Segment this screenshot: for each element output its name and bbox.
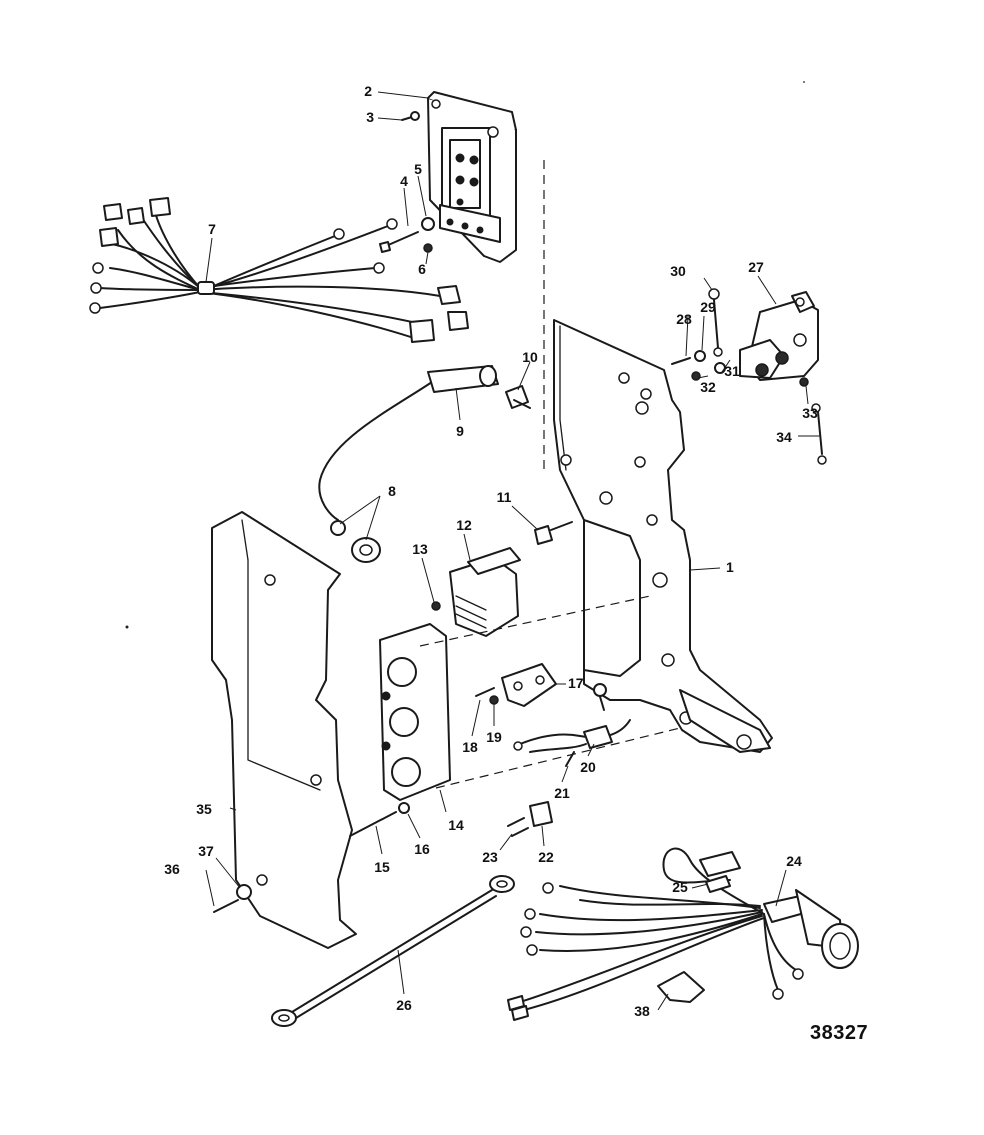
part-27-relay — [739, 291, 819, 381]
callout-36: 36 — [164, 861, 180, 877]
leader-lines — [205, 91, 820, 1011]
part-28-screw — [671, 357, 691, 365]
callout-6: 6 — [418, 261, 426, 277]
speck — [803, 81, 805, 83]
callout-31: 31 — [724, 363, 740, 379]
part-26-cable — [271, 875, 515, 1027]
part-20-sensor-lead — [513, 683, 631, 753]
callout-12: 12 — [456, 517, 472, 533]
part-21-screw — [565, 751, 575, 767]
callout-22: 22 — [538, 849, 554, 865]
callout-3: 3 — [366, 109, 374, 125]
part-25-fuse — [705, 875, 731, 893]
callout-23: 23 — [482, 849, 498, 865]
callout-37: 37 — [198, 843, 214, 859]
callout-29: 29 — [700, 299, 716, 315]
callout-2: 2 — [364, 83, 372, 99]
callout-26: 26 — [396, 997, 412, 1013]
part-22-clamp — [529, 801, 553, 827]
callout-13: 13 — [412, 541, 428, 557]
callout-21: 21 — [554, 785, 570, 801]
part-29-washer — [694, 350, 706, 362]
part-5-washer — [421, 217, 435, 231]
part-13-nut — [431, 601, 441, 611]
callout-17: 17 — [568, 675, 584, 691]
callout-16: 16 — [414, 841, 430, 857]
part-37-spacer — [236, 884, 252, 900]
callout-35: 35 — [196, 801, 212, 817]
callout-33: 33 — [802, 405, 818, 421]
part-17-module — [501, 663, 557, 707]
callout-30: 30 — [670, 263, 686, 279]
callout-20: 20 — [580, 759, 596, 775]
part-6-nut — [423, 243, 433, 253]
part-36-screw — [213, 899, 239, 913]
part-24-main-harness — [507, 847, 859, 1021]
callout-19: 19 — [486, 729, 502, 745]
callout-28: 28 — [676, 311, 692, 327]
callout-24: 24 — [786, 853, 802, 869]
part-23-screws — [507, 817, 529, 837]
part-18-screw — [475, 687, 495, 697]
part-32-nut — [691, 371, 701, 381]
callout-8: 8 — [388, 483, 396, 499]
part-38-clip — [657, 971, 705, 1003]
part-15-bolt — [349, 811, 397, 837]
callout-34: 34 — [776, 429, 792, 445]
part-35-cover — [211, 511, 357, 949]
part-8-terminal — [330, 520, 381, 563]
part-3-screw — [401, 111, 420, 121]
alignment-line-2 — [419, 595, 651, 647]
callout-25: 25 — [672, 879, 688, 895]
callout-10: 10 — [522, 349, 538, 365]
part-34-jumper — [811, 403, 827, 465]
part-33-nut — [799, 377, 809, 387]
part-9-plug-lead — [318, 365, 499, 521]
part-12-rectifier — [449, 547, 521, 637]
callout-14: 14 — [448, 817, 464, 833]
part-10-sensor — [505, 385, 531, 409]
callout-7: 7 — [208, 221, 216, 237]
callout-11: 11 — [497, 489, 512, 505]
part-2-module-box — [427, 91, 517, 263]
callout-32: 32 — [700, 379, 716, 395]
document-number: 38327 — [810, 1022, 869, 1044]
part-19-nut — [489, 695, 499, 705]
callout-15: 15 — [374, 859, 390, 875]
speck — [125, 625, 129, 629]
part-7-harness-top — [89, 197, 469, 343]
part-14-coil-pack — [379, 623, 451, 801]
callout-4: 4 — [400, 173, 408, 189]
part-16-washer — [398, 802, 410, 814]
callout-1: 1 — [726, 559, 734, 575]
alignment-line-3 — [435, 727, 681, 789]
callout-18: 18 — [462, 739, 478, 755]
part-4-screw — [379, 231, 419, 253]
part-1-electrical-plate — [553, 319, 773, 753]
callout-5: 5 — [414, 161, 422, 177]
callouts: 2 3 4 5 6 7 8 9 10 11 12 13 1 14 15 16 1… — [164, 83, 818, 1019]
part-30-ground-lead — [708, 288, 723, 357]
callout-9: 9 — [456, 423, 464, 439]
callout-27: 27 — [748, 259, 764, 275]
part-11-bolt — [534, 521, 573, 545]
callout-38: 38 — [634, 1003, 650, 1019]
